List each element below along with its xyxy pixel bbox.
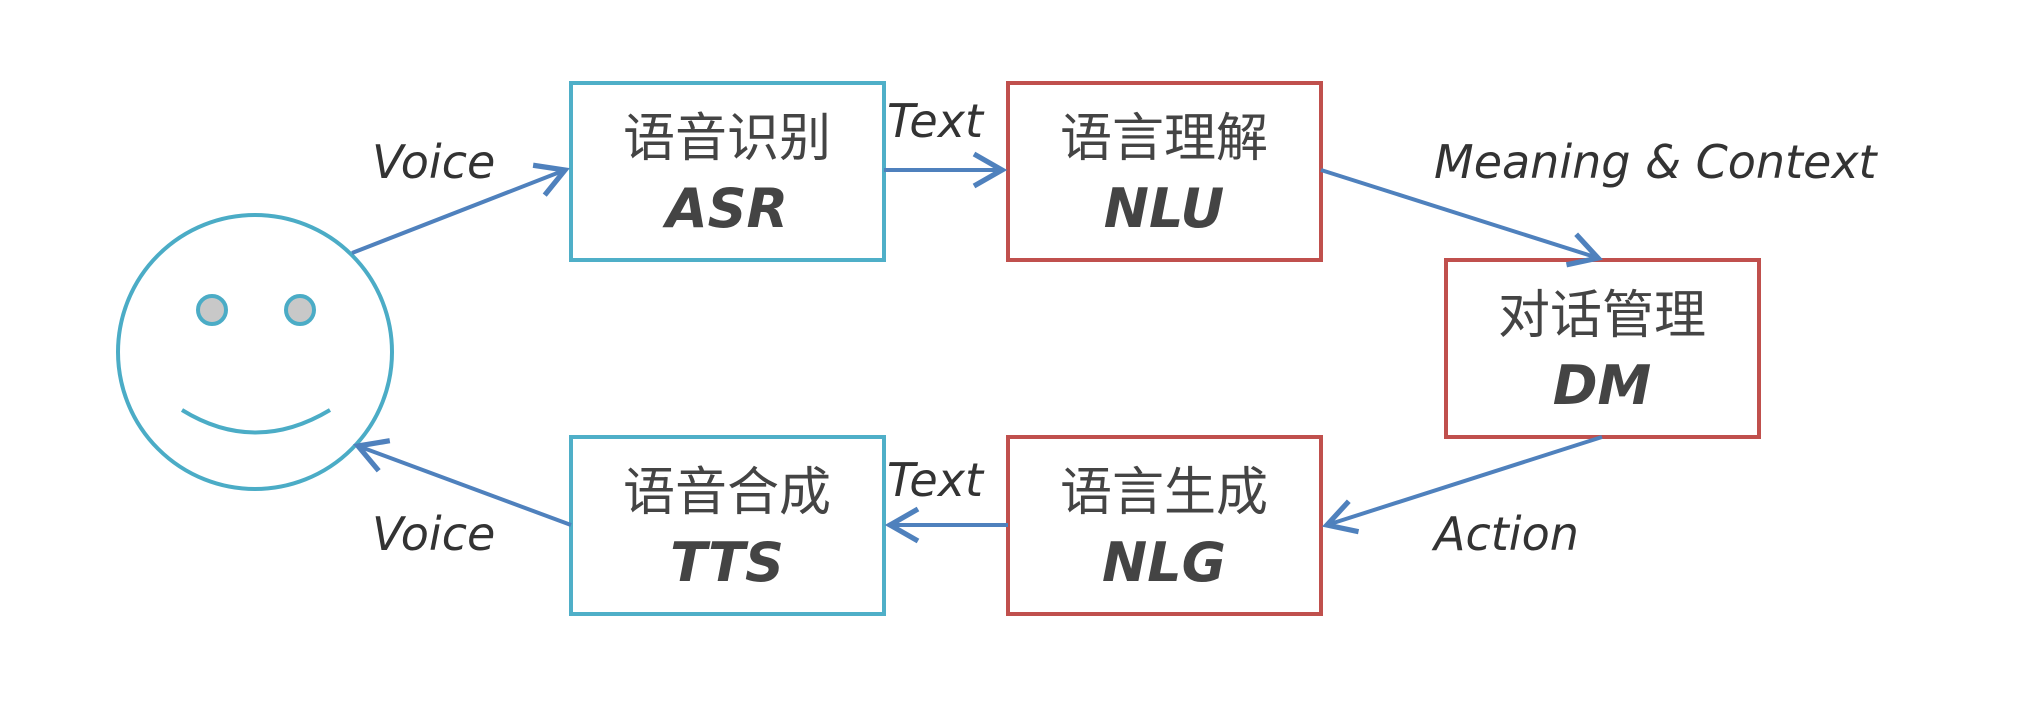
smiley-face-icon [116,213,394,491]
nlg-cn-label: 语言生成 [1060,463,1268,523]
nlg-en-label: NLG [1102,531,1226,594]
edge-label-user-to-asr: Voice [372,135,495,189]
asr-node: 语音识别 ASR [569,81,886,262]
right-eye [284,294,316,326]
smile [180,408,332,435]
dm-node: 对话管理 DM [1444,258,1761,439]
edge-label-dm-to-nlg: Action [1431,507,1579,561]
tts-node: 语音合成 TTS [569,435,886,616]
tts-box [569,435,886,616]
edge-label-tts-to-user: Voice [372,507,495,561]
asr-en-label: ASR [662,177,788,240]
nlu-node: 语言理解 NLU [1006,81,1323,262]
edge-label-asr-to-nlu: Text [887,94,985,148]
arrow-user-to-asr [351,162,570,255]
face-outline [116,213,394,491]
edge-label-nlu-to-dm: Meaning & Context [1434,135,1879,189]
arrow-nlu-to-dm [1320,168,1603,268]
dm-en-label: DM [1553,354,1652,417]
nlu-cn-label: 语言理解 [1060,109,1268,169]
tts-cn-label: 语音合成 [623,463,831,523]
nlg-node: 语言生成 NLG [1006,435,1323,616]
left-eye [196,294,228,326]
asr-cn-label: 语音识别 [623,109,831,169]
asr-box [569,81,886,262]
arrow-tts-to-user [353,438,572,527]
tts-en-label: TTS [670,531,784,594]
edge-label-nlg-to-tts: Text [887,453,985,507]
nlg-box [1006,435,1323,616]
nlu-en-label: NLU [1104,177,1225,240]
dm-cn-label: 对话管理 [1498,286,1706,346]
nlu-box [1006,81,1323,262]
arrow-dm-to-nlg [1322,435,1603,535]
